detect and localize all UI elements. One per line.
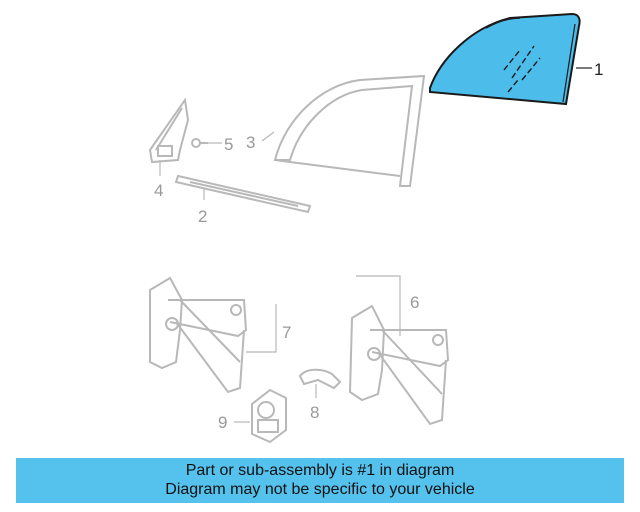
banner-line-1: Part or sub-assembly is #1 in diagram: [185, 462, 455, 479]
mirror-patch-part-4[interactable]: [148, 97, 190, 164]
callout-4[interactable]: 4: [154, 181, 163, 200]
callout-9[interactable]: 9: [218, 413, 227, 432]
screw-part-5[interactable]: [191, 138, 208, 148]
info-banner: Part or sub-assembly is #1 in diagram Di…: [16, 458, 624, 503]
banner-line-2: Diagram may not be specific to your vehi…: [165, 481, 475, 498]
door-glass-part-1[interactable]: [429, 12, 581, 106]
motor-part-9[interactable]: [251, 388, 287, 444]
callout-6[interactable]: 6: [410, 293, 419, 312]
callout-labels: 1 2 3 4 5 6 7 8 9: [154, 60, 603, 432]
leader-lines: [159, 67, 592, 423]
window-regulator-part-6[interactable]: [348, 304, 450, 426]
guide-part-8[interactable]: [298, 368, 342, 390]
belt-molding-part-2[interactable]: [174, 174, 312, 214]
callout-8[interactable]: 8: [310, 403, 319, 422]
callout-7[interactable]: 7: [282, 323, 291, 342]
callout-5[interactable]: 5: [224, 135, 233, 154]
callout-2[interactable]: 2: [198, 207, 207, 226]
info-banner-bg: [16, 458, 624, 503]
door-frame-part-3[interactable]: [273, 74, 426, 187]
window-regulator-part-7[interactable]: [149, 276, 248, 394]
callout-1[interactable]: 1: [594, 60, 603, 79]
glass-reflection-marks: [503, 45, 541, 93]
callout-3[interactable]: 3: [246, 133, 255, 152]
